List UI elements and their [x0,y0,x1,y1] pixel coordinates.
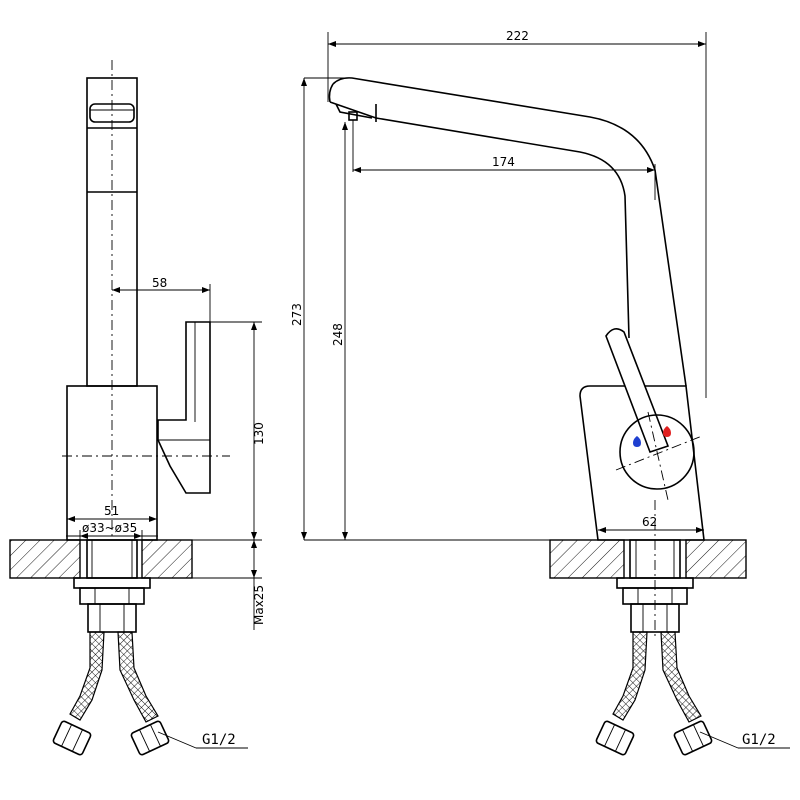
dim-248-text: 248 [331,323,345,346]
hoses-right [595,631,713,756]
cold-indicator-icon [633,436,641,447]
front-view: 222 174 273 [290,29,790,756]
spout-front [328,77,687,387]
hoses-left [52,631,170,756]
dim-58-text: 58 [152,276,167,290]
dim-51-text: 51 [104,504,119,518]
dim-130-text: 130 [252,422,266,445]
countertop-right [549,539,747,579]
dim-overall-reach: 222 [327,29,707,398]
thread-callout-left: G1/2 [157,731,248,749]
hot-indicator-icon [663,426,671,437]
hose-nut-right-a [595,720,635,756]
dim-hole-diameter: ø33~ø35 [66,521,158,540]
shank-right [616,500,694,640]
dim-222-text: 222 [506,29,529,43]
faucet-body-front [579,385,705,541]
thread-label-left: G1/2 [202,732,236,748]
thread-label-right: G1/2 [742,732,776,748]
dim-body-height: 130 [192,321,266,541]
dim-62-text: 62 [642,515,657,529]
dim-273-text: 273 [290,303,304,326]
side-view: 58 130 51 ø33~ø35 Max [9,60,266,756]
hose-nut-left-a [52,720,92,756]
dim-body-width: 51 [67,504,157,522]
countertop-left [9,539,193,579]
dim-max-thickness: Max25 [192,540,266,630]
hose-nut-left-b [130,720,170,756]
shank-left [73,539,151,633]
dim-overall-height: 273 [290,77,598,541]
dim-base-width: 62 [598,515,704,533]
hose-nut-right-b [673,720,713,756]
dim-max25-text: Max25 [252,585,266,625]
dim-handle-offset: 58 [112,276,211,322]
dim-174-text: 174 [492,155,515,169]
dim-spout-height: 248 [331,122,348,540]
thread-callout-right: G1/2 [699,731,790,749]
dim-spout-reach: 174 [352,120,656,200]
dim-hole-text: ø33~ø35 [82,521,137,535]
handle-side [157,321,211,494]
handle-front [605,328,703,501]
